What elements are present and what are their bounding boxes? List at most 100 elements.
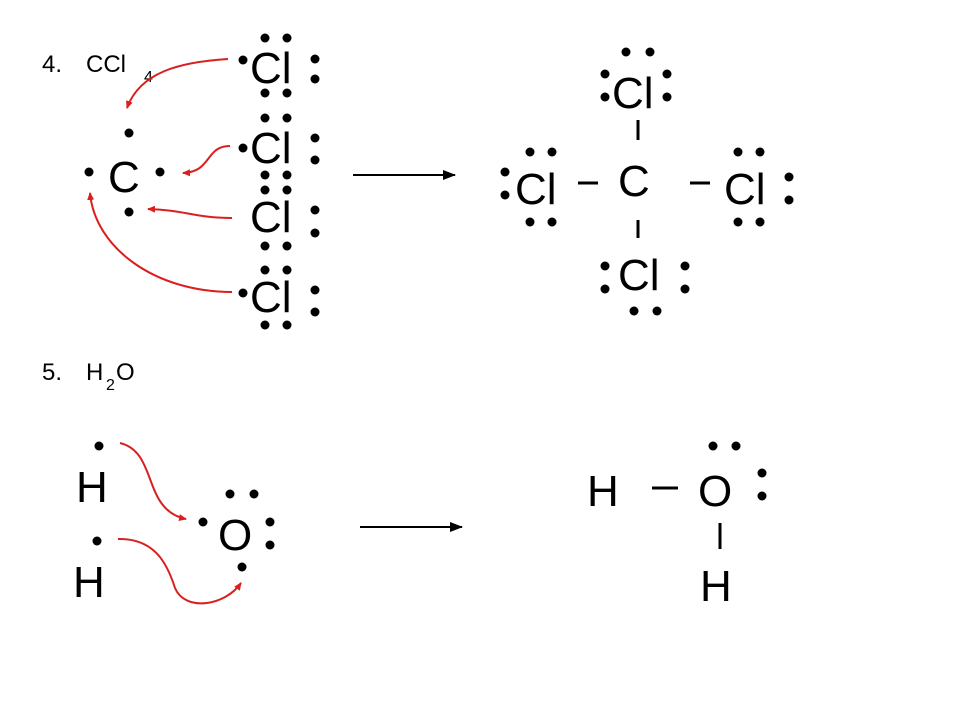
chlorine-reactant-4: Cl — [238, 265, 320, 330]
electron-dot — [238, 288, 248, 298]
electron-dot — [784, 195, 794, 205]
electron-dot — [84, 167, 94, 177]
electron-dot — [249, 489, 259, 499]
electron-dot — [652, 306, 662, 316]
transfer-arrow — [147, 205, 233, 219]
electron-dot — [94, 441, 104, 451]
chlorine-symbol: Cl — [618, 251, 660, 300]
electron-dot — [124, 128, 134, 138]
electron-dot — [155, 167, 165, 177]
chlorine-symbol: Cl — [250, 124, 292, 173]
electron-dot — [784, 172, 794, 182]
electron-transfer-arrows-ccl4 — [87, 58, 233, 293]
carbon-symbol: C — [108, 153, 140, 202]
chlorine-symbol: Cl — [250, 193, 292, 242]
hydrogen-symbol: H — [73, 558, 105, 607]
hydrogen-symbol: H — [700, 562, 732, 611]
chlorine-reactant-1: Cl — [238, 33, 320, 98]
transfer-arrow — [87, 192, 233, 293]
h2o-product: H O H — [587, 441, 767, 611]
electron-dot — [500, 167, 510, 177]
electron-dot — [310, 133, 320, 143]
electron-dot — [525, 217, 535, 227]
electron-dot — [92, 536, 102, 546]
electron-transfer-arrows-h2o — [117, 442, 242, 605]
electron-dot — [662, 92, 672, 102]
electron-dot — [260, 320, 270, 330]
problem-5-number: 5. — [42, 359, 62, 386]
electron-dot — [547, 147, 557, 157]
electron-dot — [708, 441, 718, 451]
oxygen-symbol: O — [698, 467, 732, 516]
electron-dot — [310, 285, 320, 295]
electron-dot — [260, 33, 270, 43]
electron-dot — [662, 69, 672, 79]
problem-4-subscript: 4 — [144, 69, 153, 86]
chlorine-reactant-3: Cl — [250, 185, 320, 251]
problem-5-label: 5. H 2 O — [42, 359, 135, 394]
electron-dot — [500, 190, 510, 200]
carbon-reactant: C — [84, 128, 165, 217]
hydrogen-symbol: H — [587, 467, 619, 516]
transfer-arrow — [182, 145, 231, 177]
electron-dot — [310, 54, 320, 64]
electron-dot — [755, 147, 765, 157]
electron-dot — [260, 241, 270, 251]
hydrogen-reactant-1: H — [76, 441, 108, 512]
electron-dot — [282, 265, 292, 275]
electron-dot — [282, 320, 292, 330]
oxygen-reactant: O — [198, 489, 275, 572]
electron-dot — [547, 217, 557, 227]
electron-dot — [600, 92, 610, 102]
electron-dot — [629, 306, 639, 316]
electron-dot — [260, 170, 270, 180]
problem-5-subscript: 2 — [106, 377, 115, 394]
electron-dot — [282, 170, 292, 180]
electron-dot — [680, 261, 690, 271]
electron-dot — [733, 217, 743, 227]
electron-dot — [260, 113, 270, 123]
electron-dot — [265, 540, 275, 550]
electron-dot — [265, 517, 275, 527]
transfer-arrow — [117, 537, 242, 605]
carbon-symbol: C — [618, 157, 650, 206]
electron-dot — [282, 241, 292, 251]
electron-dot — [237, 562, 247, 572]
problem-5-formula: H — [86, 359, 103, 386]
chlorine-symbol: Cl — [250, 273, 292, 322]
problem-4-label: 4. CCl 4 — [42, 51, 153, 86]
electron-dot — [198, 517, 208, 527]
hydrogen-symbol: H — [76, 463, 108, 512]
electron-dot — [600, 69, 610, 79]
electron-dot — [238, 143, 248, 153]
electron-dot — [310, 228, 320, 238]
electron-dot — [733, 147, 743, 157]
electron-dot — [282, 113, 292, 123]
transfer-arrow — [126, 58, 229, 109]
transfer-arrow — [119, 442, 187, 522]
electron-dot — [525, 147, 535, 157]
electron-dot — [260, 185, 270, 195]
electron-dot — [238, 55, 248, 65]
electron-dot — [225, 489, 235, 499]
problem-5-formula-tail: O — [116, 359, 135, 386]
electron-dot — [731, 441, 741, 451]
electron-dot — [755, 217, 765, 227]
problem-4-formula: CCl — [86, 51, 126, 78]
electron-dot — [282, 185, 292, 195]
electron-dot — [260, 265, 270, 275]
electron-dot — [310, 205, 320, 215]
problem-4-number: 4. — [42, 51, 62, 78]
chlorine-reactant-2: Cl — [238, 113, 320, 180]
electron-dot — [621, 47, 631, 57]
electron-dot — [310, 307, 320, 317]
chlorine-symbol: Cl — [250, 44, 292, 93]
electron-dot — [757, 468, 767, 478]
ccl4-product: C Cl Cl Cl Cl — [500, 47, 794, 316]
oxygen-symbol: O — [218, 511, 252, 560]
chlorine-symbol: Cl — [724, 165, 766, 214]
electron-dot — [282, 88, 292, 98]
electron-dot — [260, 88, 270, 98]
